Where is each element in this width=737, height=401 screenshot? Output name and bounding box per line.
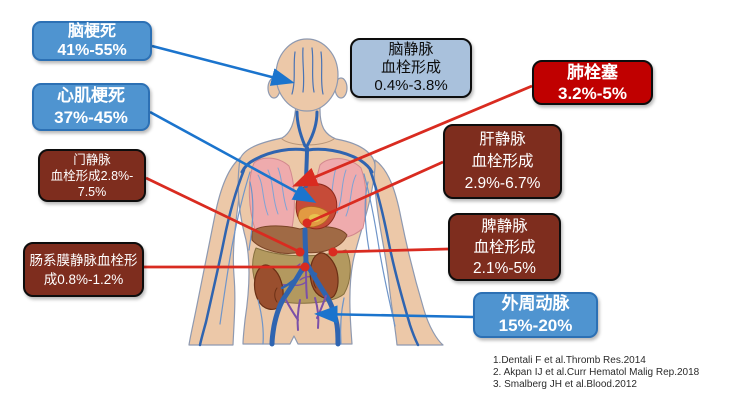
callout-line: 2.9%-6.7% (464, 174, 541, 192)
endpoint-dot-mesenteric (300, 262, 310, 272)
callout-mesenteric-vein-thrombosis: 肠系膜静脉血栓形 成0.8%-1.2% (23, 242, 144, 297)
callout-line: 37%-45% (54, 108, 128, 127)
callout-line: 脑静脉 (388, 41, 434, 58)
callout-myocardial-infarction: 心肌梗死 37%-45% (32, 83, 150, 131)
callout-line: 脾静脉 (481, 217, 528, 235)
callout-line: 血栓形成2.8%- (50, 168, 134, 183)
reference-item: 3. Smalberg JH et al.Blood.2012 (493, 379, 637, 390)
callout-line: 15%-20% (498, 316, 573, 335)
callout-line: 肝静脉 (479, 130, 526, 148)
left-arm (188, 157, 242, 346)
callout-line: 41%-55% (57, 42, 127, 59)
endpoint-dot-hepatic (302, 218, 312, 228)
callout-line: 脑梗死 (67, 23, 116, 40)
callout-line: 心肌梗死 (57, 86, 125, 105)
connector-hepatic-vein (306, 160, 444, 225)
callout-line: 2.1%-5% (473, 259, 536, 277)
endpoint-dot-portal (295, 247, 305, 257)
callout-line: 血栓形成 (473, 238, 536, 256)
callout-line: 7.5% (77, 184, 107, 199)
references: 1.Dentali F et al.Thromb Res.2014 2. Akp… (493, 355, 699, 391)
callout-line: 3.2%-5% (558, 83, 627, 103)
callout-pulmonary-embolism: 肺栓塞 3.2%-5% (532, 60, 653, 105)
callout-cerebral-venous-thrombosis: 脑静脉 血栓形成 0.4%-3.8% (350, 38, 472, 98)
connector-myocardial-infarction (149, 110, 317, 203)
reference-item: 2. Akpan IJ et al.Curr Hematol Malig Rep… (493, 367, 700, 378)
callout-line: 血栓形成 (471, 152, 534, 170)
callout-line: 肠系膜静脉血栓形 (29, 252, 138, 268)
callout-line: 血栓形成 (380, 59, 441, 76)
connector-portal-vein (145, 176, 301, 254)
head-veins (291, 47, 324, 95)
liver (251, 225, 348, 254)
callout-line: 肺栓塞 (567, 62, 618, 82)
connectors (144, 44, 533, 324)
connector-splenic-vein (332, 247, 449, 254)
callout-cerebral-infarction: 脑梗死 41%-55% (32, 21, 152, 61)
callout-line: 门静脉 (73, 152, 111, 167)
connector-cerebral-infarction (151, 44, 295, 86)
callout-splenic-vein-thrombosis: 脾静脉 血栓形成 2.1%-5% (448, 213, 561, 281)
callout-line: 成0.8%-1.2% (43, 271, 124, 287)
veins (198, 110, 420, 347)
connector-pulmonary-embolism (292, 84, 533, 187)
callout-hepatic-vein-thrombosis: 肝静脉 血栓形成 2.9%-6.7% (443, 124, 562, 199)
reference-item: 1.Dentali F et al.Thromb Res.2014 (493, 355, 646, 366)
connector-peripheral-artery (314, 305, 474, 324)
callout-peripheral-artery: 外周动脉 15%-20% (473, 292, 598, 338)
callout-line: 外周动脉 (501, 294, 570, 313)
endpoint-dot-splenic (328, 247, 338, 257)
right-arm (373, 159, 444, 346)
callout-line: 0.4%-3.8% (374, 77, 448, 94)
callout-portal-vein-thrombosis: 门静脉 血栓形成2.8%- 7.5% (38, 149, 146, 202)
head (275, 38, 339, 112)
